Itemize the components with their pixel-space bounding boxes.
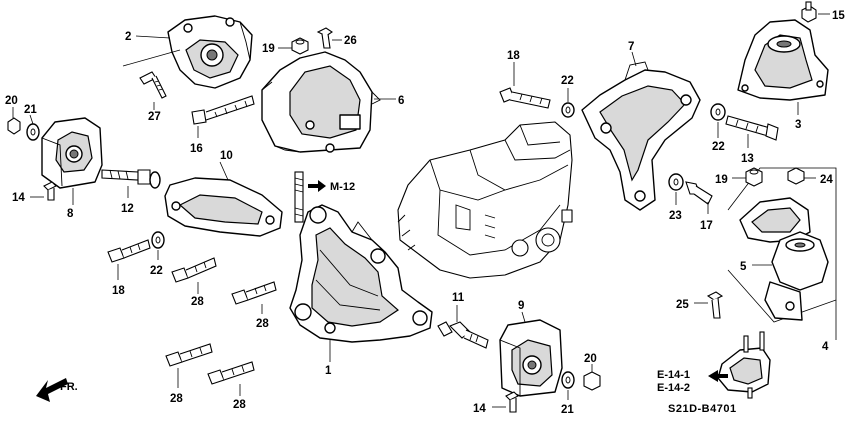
bolt-12 (101, 169, 161, 189)
callout-23: 23 (669, 210, 682, 222)
callout-13: 13 (741, 153, 754, 165)
nut-20-left (7, 117, 21, 135)
bolt-18-left (107, 239, 151, 263)
callout-17: 17 (700, 220, 713, 232)
callout-2: 2 (125, 31, 131, 43)
part-5-mount-rubber (739, 197, 829, 321)
mount-e14-reference (717, 331, 771, 399)
engine-block (397, 121, 573, 279)
bolt-28-a (171, 257, 217, 283)
callout-7: 7 (628, 41, 634, 53)
washer-22-left (151, 231, 165, 249)
bolt-26 (316, 27, 333, 49)
callout-28-d: 28 (233, 399, 246, 411)
bolt-17 (685, 181, 713, 205)
part-10-bracket (164, 177, 283, 237)
bolt-11 (437, 321, 489, 349)
washer-21-bottom (561, 371, 575, 389)
part-3-upper-mount (737, 19, 829, 101)
bolt-27 (139, 71, 167, 99)
bolt-25 (706, 291, 724, 319)
part-8-side-mount (41, 117, 103, 189)
callout-14-left: 14 (12, 192, 25, 204)
callout-1: 1 (325, 365, 332, 377)
part-9-lower-mount (499, 319, 563, 397)
callout-9: 9 (518, 300, 524, 312)
callout-21-bottom: 21 (561, 404, 574, 416)
callout-22-far-right: 22 (712, 141, 725, 153)
callout-16: 16 (190, 143, 203, 155)
front-indicator-label: FR. (60, 381, 78, 393)
nut-24 (787, 167, 805, 185)
callout-20-bottom: 20 (584, 353, 597, 365)
bolt-15 (801, 1, 817, 23)
callout-18-right: 18 (507, 50, 520, 62)
callout-3: 3 (795, 119, 801, 131)
callout-15: 15 (832, 10, 845, 22)
callout-21-left: 21 (24, 104, 37, 116)
reference-e14-1[interactable]: E-14-1 (657, 369, 690, 381)
part-6-upper-bracket (261, 51, 381, 153)
callout-18-left: 18 (112, 285, 125, 297)
arrow-to-e14 (708, 370, 728, 382)
bolt-16 (191, 95, 255, 125)
callout-14-bottom: 14 (473, 403, 486, 415)
callout-22-left: 22 (150, 265, 163, 277)
washer-22-far-right (710, 103, 726, 121)
callout-19-top: 19 (262, 43, 275, 55)
callout-28-a: 28 (191, 296, 204, 308)
bolt-14-left (43, 181, 57, 201)
reference-m12[interactable]: M-12 (330, 181, 355, 193)
part-7-torque-bracket (581, 61, 701, 211)
callout-4: 4 (822, 341, 829, 353)
callout-24: 24 (820, 174, 833, 186)
arrow-to-m12 (308, 180, 326, 192)
callout-20-left: 20 (5, 95, 18, 107)
callout-19-right: 19 (715, 174, 728, 186)
bolt-18-right (499, 87, 551, 109)
bolt-14-bottom (505, 391, 519, 413)
part-2-mount-bracket (167, 15, 253, 89)
washer-21-left (26, 123, 40, 141)
bolt-28-b (231, 281, 277, 305)
bolt-13 (725, 115, 779, 141)
reference-e14-2[interactable]: E-14-2 (657, 382, 690, 394)
callout-28-c: 28 (170, 393, 183, 405)
washer-22-right (561, 102, 575, 118)
nut-19-right (745, 167, 763, 187)
callout-11: 11 (452, 292, 465, 304)
callout-27: 27 (148, 111, 161, 123)
washer-23 (668, 173, 684, 191)
callout-26: 26 (344, 35, 357, 47)
callout-28-b: 28 (256, 318, 269, 330)
bolt-28-d (207, 361, 255, 385)
front-direction-arrow (36, 378, 68, 402)
stud-m12 (294, 171, 304, 223)
callout-10: 10 (220, 150, 233, 162)
callout-25: 25 (676, 299, 689, 311)
callout-12: 12 (121, 203, 134, 215)
callout-5: 5 (740, 261, 747, 273)
nut-20-bottom (583, 371, 601, 391)
callout-22-right: 22 (561, 75, 574, 87)
diagram-code: S21D-B4701 (668, 403, 737, 415)
nut-19-top (291, 37, 309, 55)
bolt-28-c (165, 343, 213, 367)
part-1-front-bracket (289, 204, 433, 343)
callout-6: 6 (398, 95, 404, 107)
callout-8: 8 (67, 208, 74, 220)
